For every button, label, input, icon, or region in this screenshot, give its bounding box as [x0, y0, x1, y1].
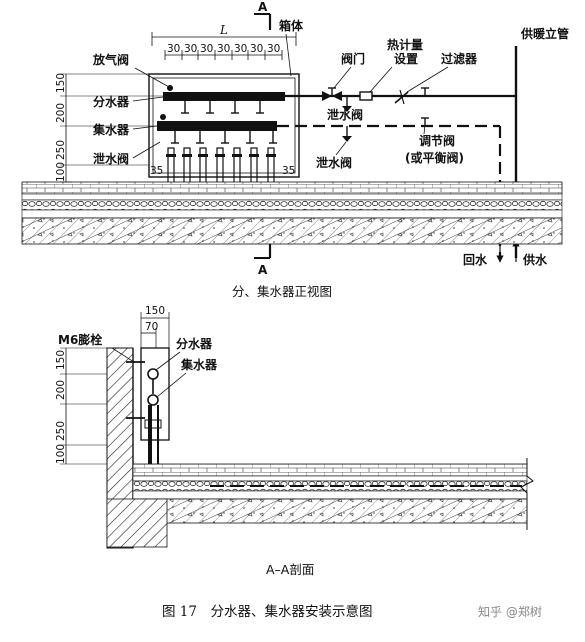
- label-distributor: 分水器: [93, 94, 130, 109]
- section-beam: [106, 498, 168, 548]
- section-mark-bottom: A: [254, 244, 272, 277]
- section-cabinet: [140, 347, 170, 441]
- leader-collector: [132, 125, 158, 130]
- section-left-dim-200: 200: [55, 380, 67, 400]
- section-dim-150: 150: [145, 305, 165, 317]
- front-view-caption: 分、集水器正视图: [232, 284, 332, 299]
- section-collector-icon: [147, 394, 159, 406]
- section-insulation: [132, 475, 528, 482]
- insulation-layer: [21, 193, 563, 201]
- supply-valve-icon: [322, 87, 342, 101]
- floor-screed-layer: [21, 181, 563, 195]
- collector-vent-icon: [160, 114, 166, 120]
- loop-pipe-clips: [166, 154, 276, 157]
- spacing-5: 30: [250, 43, 263, 55]
- slab-hatch: [22, 218, 562, 244]
- label-regulating-valve-2: (或平衡阀): [405, 150, 464, 165]
- left-dim-200: 200: [55, 103, 67, 123]
- watermark: 知乎 @郑树: [478, 604, 542, 619]
- left-dim-100: 100: [55, 162, 67, 182]
- label-return: 回水: [463, 252, 488, 267]
- drain-valve-low-icon: [342, 126, 352, 142]
- section-filler: [132, 490, 528, 500]
- label-drain-left: 泄水阀: [93, 151, 129, 166]
- section-caption: A–A剖面: [266, 562, 314, 577]
- dim-L-label: L: [219, 23, 228, 37]
- label-drain-mid: 泄水阀: [327, 107, 363, 122]
- label-vent-valve: 放气阀: [92, 52, 129, 67]
- section-label-collector: 集水器: [180, 357, 218, 372]
- leader-heat-meter: [369, 66, 393, 93]
- label-valve: 阀门: [341, 51, 365, 66]
- left-dim-150: 150: [55, 73, 67, 93]
- section-left-dim-100: 100: [55, 444, 67, 464]
- collector-bar: [157, 121, 277, 131]
- section-mark-label-top: A: [258, 0, 268, 14]
- leader-drain-low: [335, 141, 347, 156]
- spacing-2: 30: [200, 43, 213, 55]
- spacing-0: 30: [167, 43, 180, 55]
- left-dim-250: 250: [55, 140, 67, 160]
- dim-L: L: [151, 23, 297, 46]
- spacing-dims: 30 30 30 30 30 30 30: [164, 43, 283, 60]
- heat-meter-icon: [359, 91, 373, 101]
- section-left-dim-150: 150: [55, 350, 67, 370]
- spacing-6: 30: [267, 43, 280, 55]
- filter-icon: [394, 89, 409, 105]
- leader-distributor: [132, 96, 164, 102]
- break-line: [520, 458, 534, 530]
- label-regulating-valve-1: 调节阀: [419, 133, 455, 148]
- section-pipe-clip: [144, 419, 162, 429]
- label-riser: 供暖立管: [520, 26, 569, 41]
- section-leader-distributor: [155, 351, 181, 371]
- leader-box: [285, 33, 292, 77]
- section-dim-70: 70: [145, 321, 158, 333]
- label-heat-meter-1: 热计量: [387, 37, 423, 52]
- collector-valves: [171, 131, 277, 144]
- section-view: 150 70: [55, 305, 534, 577]
- distributor-bar: [163, 92, 285, 101]
- filler-layer: [21, 209, 563, 219]
- section-leader-collector: [156, 372, 187, 398]
- leader-valve: [333, 66, 352, 89]
- spacing-4: 30: [234, 43, 247, 55]
- label-box: 箱体: [279, 18, 304, 33]
- section-mark-label-bottom: A: [258, 263, 268, 277]
- section-top-dims: 150 70: [140, 305, 170, 348]
- dim-35-left: 35: [150, 165, 163, 177]
- label-collector: 集水器: [92, 122, 130, 137]
- section-left-dims: 150 200 250 100: [55, 347, 107, 465]
- section-screed-layer: [132, 463, 528, 477]
- label-anchor-bolt: M6膨栓: [58, 332, 102, 347]
- drain-valve-mid-icon: [342, 96, 352, 112]
- pipe-layer: [21, 199, 563, 211]
- section-mark-top: A: [254, 0, 272, 30]
- section-distributor-icon: [147, 368, 159, 380]
- vent-valve-icon: [167, 85, 173, 91]
- label-heat-meter-2: 设置: [394, 51, 418, 66]
- section-left-dim-250: 250: [55, 421, 67, 441]
- leader-vent: [134, 67, 170, 88]
- dim-35-right: 35: [282, 165, 295, 177]
- label-filter: 过滤器: [441, 51, 478, 66]
- section-slab-hatch: [133, 499, 527, 523]
- distributor-valves: [181, 101, 264, 114]
- section-label-distributor: 分水器: [176, 336, 213, 351]
- label-drain-low: 泄水阀: [316, 155, 352, 170]
- front-view: A A L 30 30 30 30: [21, 0, 569, 299]
- spacing-3: 30: [217, 43, 230, 55]
- figure-title: 图 17 分水器、集水器安装示意图: [162, 603, 372, 620]
- supply-valve-2-icon: [421, 87, 429, 96]
- spacing-1: 30: [184, 43, 197, 55]
- leader-bolt: [111, 347, 135, 363]
- leader-regulating-valve: [423, 123, 426, 135]
- label-supply: 供水: [522, 252, 548, 267]
- leader-filter: [406, 66, 449, 93]
- left-dims: 150 200 250 100: [55, 73, 163, 183]
- leader-drain-left: [132, 141, 161, 159]
